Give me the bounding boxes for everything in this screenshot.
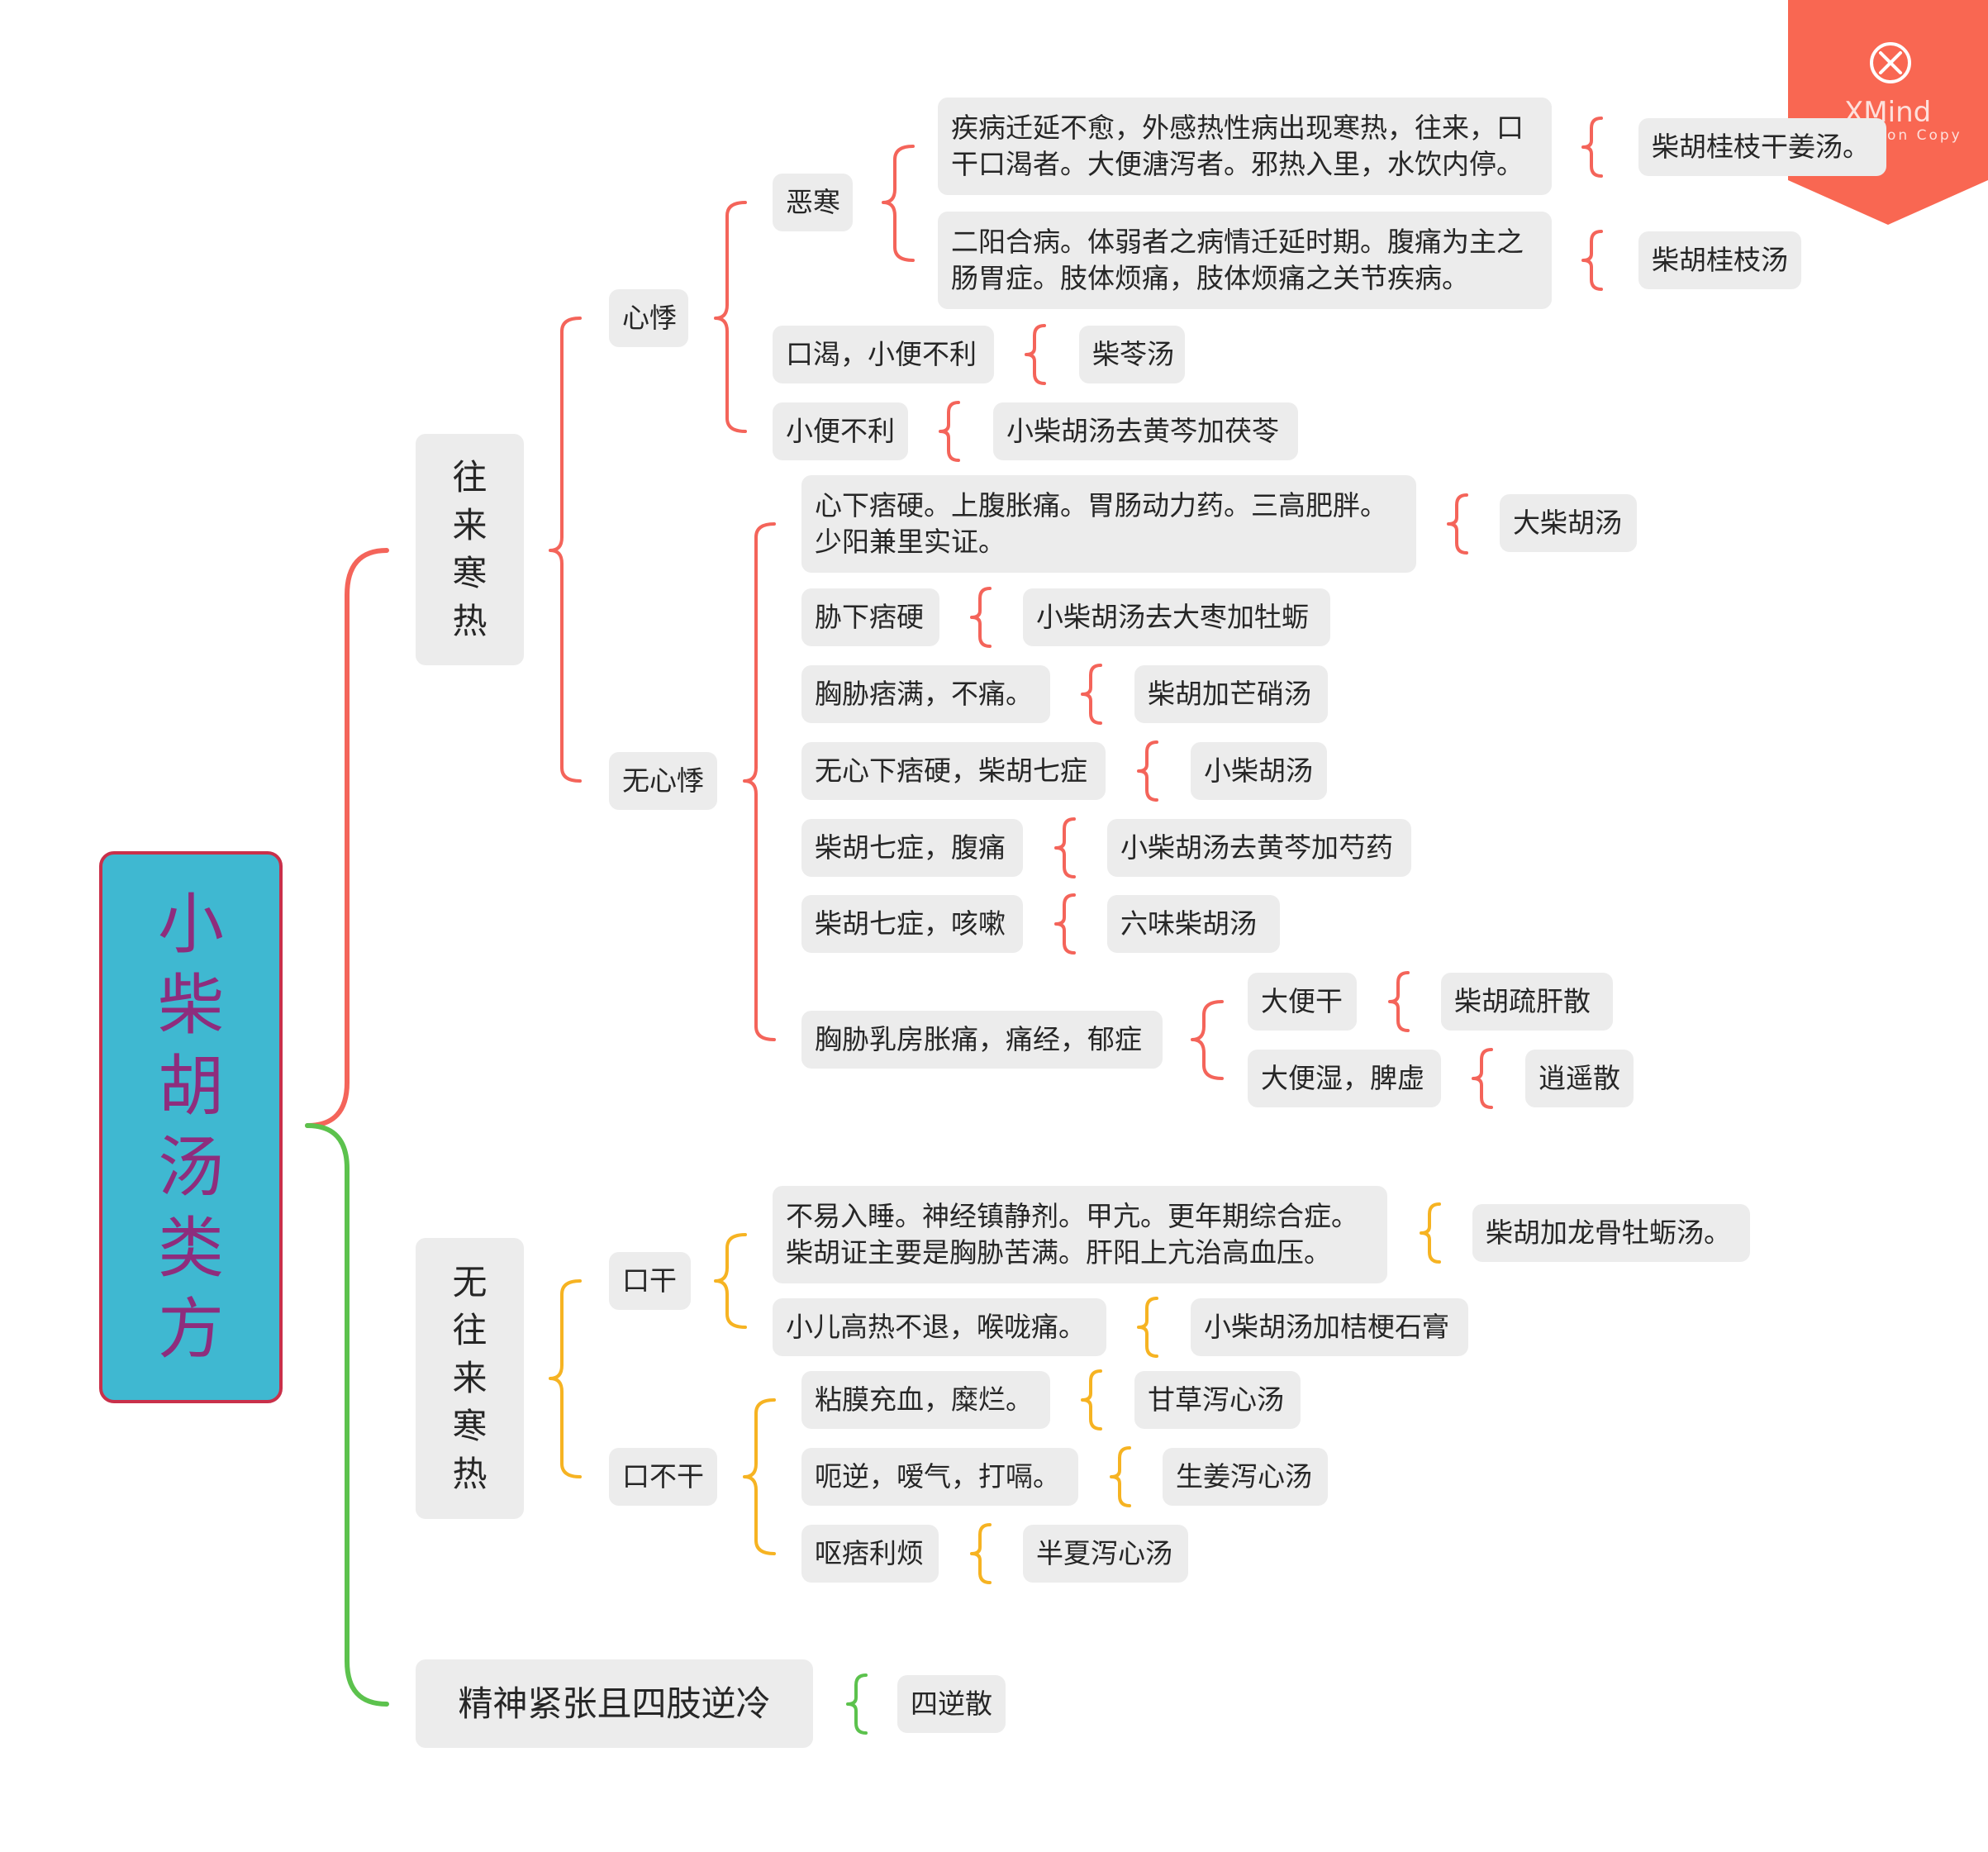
formula-node[interactable]: 小柴胡汤去黄芩加茯苓	[993, 402, 1298, 460]
formula-node[interactable]: 半夏泻心汤	[1023, 1525, 1188, 1583]
condition-node[interactable]: 粘膜充血，糜烂。	[801, 1371, 1050, 1429]
condition-node[interactable]: 呃逆，嗳气，打嗝。	[801, 1448, 1078, 1506]
brace-connector	[939, 401, 960, 462]
brace-connector	[846, 1673, 868, 1735]
main-brace-red	[305, 548, 389, 1128]
brace-connector	[970, 587, 992, 648]
brace-connector	[1581, 117, 1603, 178]
brace-connector	[1581, 230, 1603, 291]
brace-connector	[1447, 493, 1468, 555]
bracket-connector	[549, 317, 582, 783]
brace-connector	[1054, 817, 1076, 878]
bracket-connector	[882, 145, 915, 262]
bracket-connector	[714, 201, 747, 433]
branch-alternating-chills-fever[interactable]: 往来寒热	[416, 434, 524, 665]
condition-node[interactable]: 呕痞利烦	[801, 1525, 939, 1583]
brace-connector	[1081, 1369, 1102, 1431]
bracket-connector	[743, 1398, 776, 1555]
brace-connector	[1137, 740, 1158, 802]
formula-node[interactable]: 四逆散	[897, 1675, 1006, 1733]
formula-node[interactable]: 小柴胡汤加桔梗石膏	[1191, 1298, 1468, 1356]
topic-no-palpitation[interactable]: 无心悸	[609, 752, 717, 810]
condition-node[interactable]: 柴胡七症，腹痛	[801, 819, 1023, 877]
brace-connector	[1081, 664, 1102, 725]
topic-palpitation[interactable]: 心悸	[609, 289, 688, 347]
brace-connector	[1420, 1202, 1441, 1264]
branch-label: 无往来寒热	[452, 1262, 487, 1494]
root-topic[interactable]: 小柴胡汤类方	[99, 851, 283, 1403]
bracket-connector	[1191, 1000, 1224, 1080]
formula-node[interactable]: 柴胡桂枝汤	[1638, 231, 1801, 289]
brace-connector	[1137, 1297, 1158, 1358]
root-title: 小柴胡汤类方	[158, 886, 224, 1368]
condition-node[interactable]: 胁下痞硬	[801, 588, 939, 646]
topic-aversion-to-cold[interactable]: 恶寒	[773, 174, 853, 231]
condition-node[interactable]: 大便湿，脾虚	[1248, 1050, 1441, 1107]
branch-label: 往来寒热	[452, 457, 487, 641]
condition-node[interactable]: 胸胁痞满，不痛。	[801, 665, 1050, 723]
branch-nervous-cold-limbs[interactable]: 精神紧张且四肢逆冷	[416, 1659, 813, 1748]
formula-node[interactable]: 柴胡加龙骨牡蛎汤。	[1472, 1204, 1750, 1262]
condition-node[interactable]: 不易入睡。神经镇静剂。甲亢。更年期综合症。柴胡证主要是胸胁苦满。肝阳上亢治高血压…	[773, 1186, 1387, 1283]
topic-dry-mouth[interactable]: 口干	[609, 1252, 691, 1310]
topic-breast-distension[interactable]: 胸胁乳房胀痛，痛经，郁症	[801, 1011, 1163, 1069]
formula-node[interactable]: 小柴胡汤去大枣加牡蛎	[1023, 588, 1330, 646]
formula-node[interactable]: 小柴胡汤去黄芩加芍药	[1107, 819, 1411, 877]
formula-node[interactable]: 甘草泻心汤	[1134, 1371, 1301, 1429]
brace-connector	[1388, 971, 1410, 1032]
formula-node[interactable]: 柴胡桂枝干姜汤。	[1638, 118, 1886, 176]
condition-node[interactable]: 小便不利	[773, 402, 908, 460]
condition-node[interactable]: 疾病迁延不愈，外感热性病出现寒热，往来，口干口渴者。大便溏泻者。邪热入里，水饮内…	[938, 98, 1552, 195]
bracket-connector	[549, 1279, 582, 1478]
formula-node[interactable]: 生姜泻心汤	[1163, 1448, 1328, 1506]
formula-node[interactable]: 大柴胡汤	[1500, 494, 1637, 552]
brace-connector	[970, 1523, 992, 1584]
formula-node[interactable]: 逍遥散	[1525, 1050, 1634, 1107]
formula-node[interactable]: 六味柴胡汤	[1107, 895, 1280, 953]
brace-connector	[1472, 1048, 1493, 1109]
topic-not-dry-mouth[interactable]: 口不干	[609, 1448, 717, 1506]
formula-node[interactable]: 柴胡加芒硝汤	[1134, 665, 1328, 723]
condition-node[interactable]: 小儿高热不退，喉咙痛。	[773, 1298, 1106, 1356]
brace-connector	[1025, 324, 1046, 385]
formula-node[interactable]: 柴胡疏肝散	[1441, 973, 1613, 1031]
formula-node[interactable]: 小柴胡汤	[1191, 742, 1327, 800]
condition-node[interactable]: 心下痞硬。上腹胀痛。胃肠动力药。三高肥胖。少阳兼里实证。	[801, 475, 1416, 573]
condition-node[interactable]: 大便干	[1248, 973, 1357, 1031]
condition-node[interactable]: 二阳合病。体弱者之病情迁延时期。腹痛为主之肠胃症。肢体烦痛，肢体烦痛之关节疾病。	[938, 212, 1552, 309]
brace-connector	[1110, 1446, 1131, 1507]
bracket-connector	[743, 522, 776, 1041]
condition-node[interactable]: 无心下痞硬，柴胡七症	[801, 742, 1106, 800]
close-icon	[1870, 42, 1911, 83]
main-brace-green	[305, 1123, 389, 1707]
condition-node[interactable]: 柴胡七症，咳嗽	[801, 895, 1023, 953]
bracket-connector	[714, 1233, 747, 1329]
branch-no-alternating-chills-fever[interactable]: 无往来寒热	[416, 1238, 524, 1519]
condition-node[interactable]: 口渴，小便不利	[773, 326, 994, 383]
brace-connector	[1054, 893, 1076, 955]
watermark-subtitle: on Copy	[1887, 127, 1962, 144]
formula-node[interactable]: 柴苓汤	[1079, 326, 1185, 383]
